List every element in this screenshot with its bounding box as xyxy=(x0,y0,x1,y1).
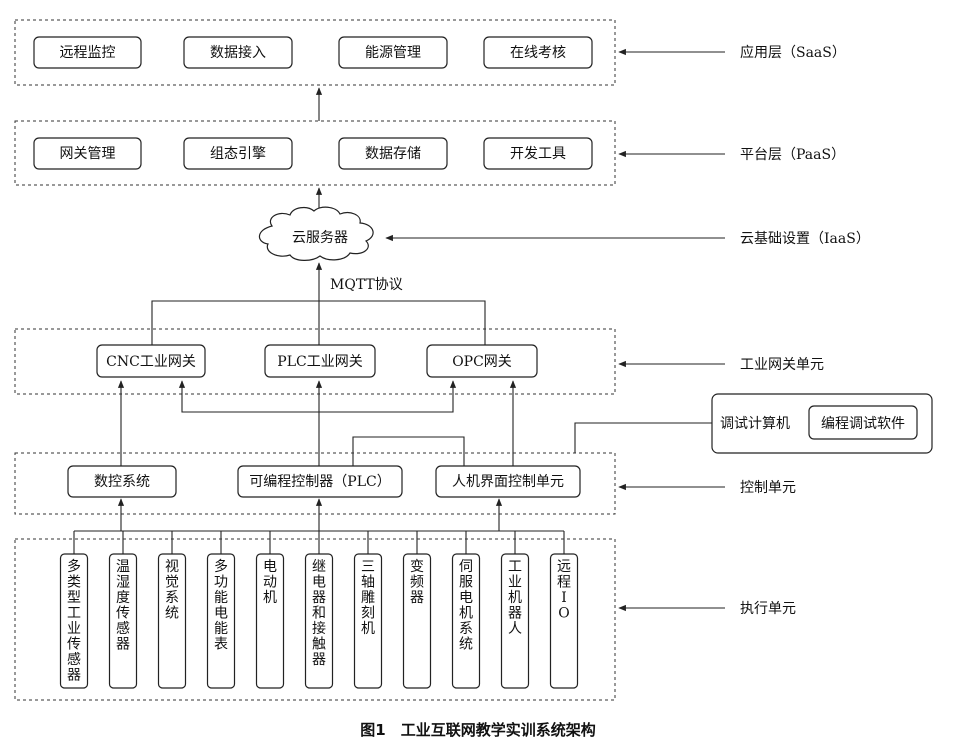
execution-item: 多功能电能表 xyxy=(206,553,236,689)
control-item-0: 数控系统 xyxy=(67,465,177,498)
control-item-2: 人机界面控制单元 xyxy=(435,465,581,498)
svg-text:组态引擎: 组态引擎 xyxy=(210,146,266,162)
gateway-item-0: CNC工业网关 xyxy=(96,344,206,378)
execution-item: 多类型工业传感器 xyxy=(59,553,89,689)
execution-item: 温湿度传感器 xyxy=(108,553,138,689)
svg-text:数据存储: 数据存储 xyxy=(365,146,421,162)
mqtt-protocol-label: MQTT协议 xyxy=(330,277,403,293)
svg-text:PLC工业网关: PLC工业网关 xyxy=(277,354,362,370)
mqtt-bus-line xyxy=(151,300,486,345)
execution-item-label: 三轴雕刻机 xyxy=(361,559,375,637)
execution-item: 视觉系统 xyxy=(157,553,187,689)
execution-item-label: 工业机器人 xyxy=(508,559,522,637)
execution-item: 继电器和接触器 xyxy=(304,553,334,689)
control-item-1: 可编程控制器（PLC） xyxy=(237,465,403,498)
paas-layer-label: 平台层（PaaS） xyxy=(740,147,845,163)
execution-item-label: 视觉系统 xyxy=(165,559,179,622)
svg-text:远程监控: 远程监控 xyxy=(60,45,116,61)
gateway-item-1: PLC工业网关 xyxy=(264,344,376,378)
gateway-layer xyxy=(14,328,616,395)
paas-item-3: 开发工具 xyxy=(483,137,593,170)
plc-hmi-link xyxy=(352,436,465,466)
execution-item-label: 多功能电能表 xyxy=(214,558,228,653)
svg-text:人机界面控制单元: 人机界面控制单元 xyxy=(452,474,564,490)
execution-layer-label: 执行单元 xyxy=(740,601,796,617)
paas-item-1: 组态引擎 xyxy=(183,137,293,170)
execution-item-label: 变频器 xyxy=(410,559,424,606)
saas-item-3: 在线考核 xyxy=(483,36,593,69)
gateway-layer-label: 工业网关单元 xyxy=(740,357,824,373)
svg-text:数控系统: 数控系统 xyxy=(94,474,150,490)
debug-link xyxy=(574,422,712,453)
execution-item-label: 温湿度传感器 xyxy=(116,559,130,653)
debug-computer-label: 调试计算机 xyxy=(720,416,790,432)
paas-item-0: 网关管理 xyxy=(33,137,142,170)
saas-item-2: 能源管理 xyxy=(338,36,448,69)
paas-item-2: 数据存储 xyxy=(338,137,448,170)
svg-text:可编程控制器（PLC）: 可编程控制器（PLC） xyxy=(249,474,390,490)
execution-item-label: 电动机 xyxy=(263,559,277,606)
execution-item-label: 继电器和接触器 xyxy=(312,559,326,668)
svg-text:编程调试软件: 编程调试软件 xyxy=(821,416,905,432)
cnc-opc-link xyxy=(178,380,457,413)
cloud-icon xyxy=(258,206,374,261)
gateway-item-2: OPC网关 xyxy=(426,344,538,378)
execution-item-label: 多类型工业传感器 xyxy=(67,558,81,684)
iaas-layer-label: 云基础设置（IaaS） xyxy=(740,230,870,247)
execution-item: 变频器 xyxy=(402,553,432,689)
saas-layer-label: 应用层（SaaS） xyxy=(740,44,846,61)
svg-text:数据接入: 数据接入 xyxy=(210,44,266,61)
debug-software-box: 编程调试软件 xyxy=(808,405,918,440)
saas-item-0: 远程监控 xyxy=(33,36,142,69)
control-layer xyxy=(14,452,616,515)
svg-text:OPC网关: OPC网关 xyxy=(452,354,512,370)
svg-text:CNC工业网关: CNC工业网关 xyxy=(106,354,196,370)
execution-item: 三轴雕刻机 xyxy=(353,553,383,689)
svg-text:能源管理: 能源管理 xyxy=(365,45,421,61)
cloud-server-label: 云服务器 xyxy=(292,230,348,246)
execution-drop-lines xyxy=(73,531,565,554)
execution-item: 伺服电机系统 xyxy=(451,553,481,689)
execution-items: 多类型工业传感器 温湿度传感器 视觉系统 多功能电能表 电动机 继电器和接触器 三轴雕刻机 变… xyxy=(59,553,579,689)
execution-layer xyxy=(14,538,616,701)
saas-item-1: 数据接入 xyxy=(183,36,293,69)
paas-layer xyxy=(14,120,616,186)
svg-text:在线考核: 在线考核 xyxy=(510,45,566,61)
execution-item: 电动机 xyxy=(255,553,285,689)
execution-item-label: 伺服电机系统 xyxy=(459,559,473,653)
figure-caption: 图1 工业互联网教学实训系统架构 xyxy=(360,721,595,739)
svg-text:开发工具: 开发工具 xyxy=(510,146,566,162)
svg-text:网关管理: 网关管理 xyxy=(60,146,116,162)
control-layer-label: 控制单元 xyxy=(740,480,796,496)
saas-layer xyxy=(14,19,616,86)
execution-item: 工业机器人 xyxy=(500,553,530,689)
